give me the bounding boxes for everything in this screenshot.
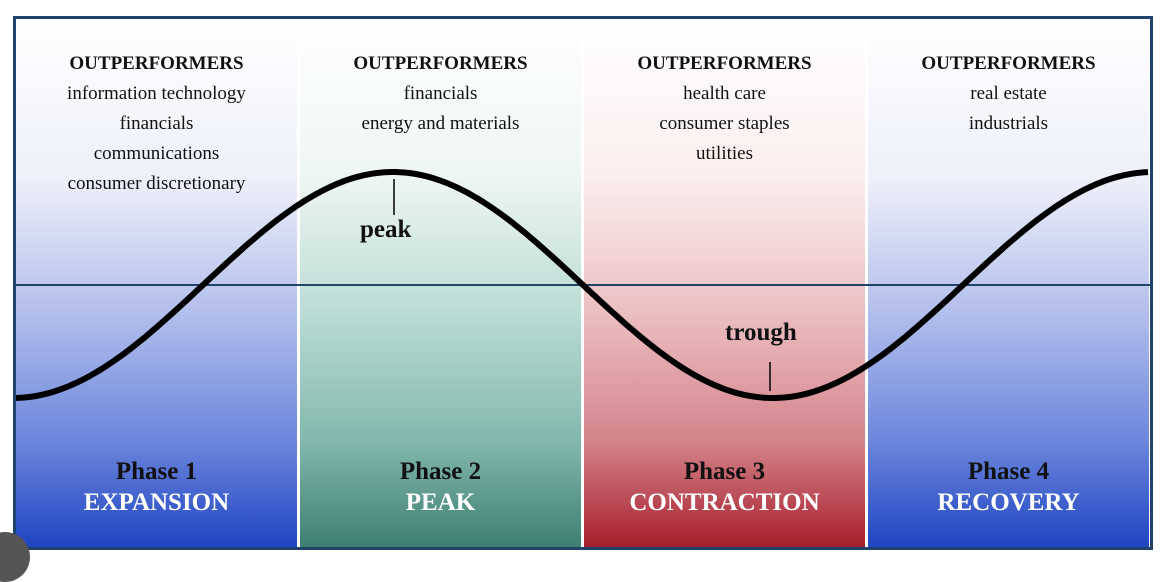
sector-item: consumer staples	[659, 113, 790, 134]
trough-label: trough	[725, 319, 797, 346]
outperformers-list: OUTPERFORMERS information technology finan…	[16, 49, 297, 199]
outperformers-heading: OUTPERFORMERS	[353, 53, 528, 74]
peak-label: peak	[360, 216, 412, 243]
phase-name: PEAK	[405, 489, 476, 516]
cycle-curve-svg	[16, 169, 1150, 401]
phase-name: EXPANSION	[83, 489, 230, 516]
outperformers-heading: OUTPERFORMERS	[637, 53, 812, 74]
cycle-wave	[16, 169, 1149, 401]
phase-name: RECOVERY	[937, 489, 1080, 516]
sector-item: information technology	[67, 83, 246, 104]
outperformers-heading: OUTPERFORMERS	[921, 53, 1096, 74]
phase-name: CONTRACTION	[629, 489, 820, 516]
outperformers-heading: OUTPERFORMERS	[69, 53, 244, 74]
phase-number: Phase 1	[115, 458, 198, 485]
sector-item: financials	[119, 113, 194, 134]
outperformers-list: OUTPERFORMERS real estate industrials	[868, 49, 1149, 139]
outperformers-list: OUTPERFORMERS financials energy and materi…	[300, 49, 581, 139]
business-cycle-diagram: OUTPERFORMERS information technology finan…	[13, 16, 1153, 550]
outperformers-list: OUTPERFORMERS health care consumer staples…	[584, 49, 865, 169]
phase-number: Phase 2	[399, 458, 482, 485]
panel-divider	[865, 19, 868, 547]
panel-divider	[297, 19, 300, 547]
sector-item: financials	[403, 83, 478, 104]
phase-panel-1: OUTPERFORMERS information technology finan…	[16, 19, 297, 547]
sector-item: energy and materials	[361, 113, 520, 134]
phase-panel-3: OUTPERFORMERS health care consumer staples…	[584, 19, 865, 547]
sector-item: industrials	[968, 113, 1049, 134]
sector-item: health care	[683, 83, 766, 104]
sector-item: real estate	[970, 83, 1047, 104]
phase-panel-2: OUTPERFORMERS financials energy and materi…	[300, 19, 581, 547]
phase-number: Phase 3	[683, 458, 766, 485]
sector-item: consumer discretionary	[67, 173, 246, 194]
sector-item: communications	[93, 143, 220, 164]
phase-number: Phase 4	[967, 458, 1050, 485]
sector-item: utilities	[696, 143, 753, 164]
